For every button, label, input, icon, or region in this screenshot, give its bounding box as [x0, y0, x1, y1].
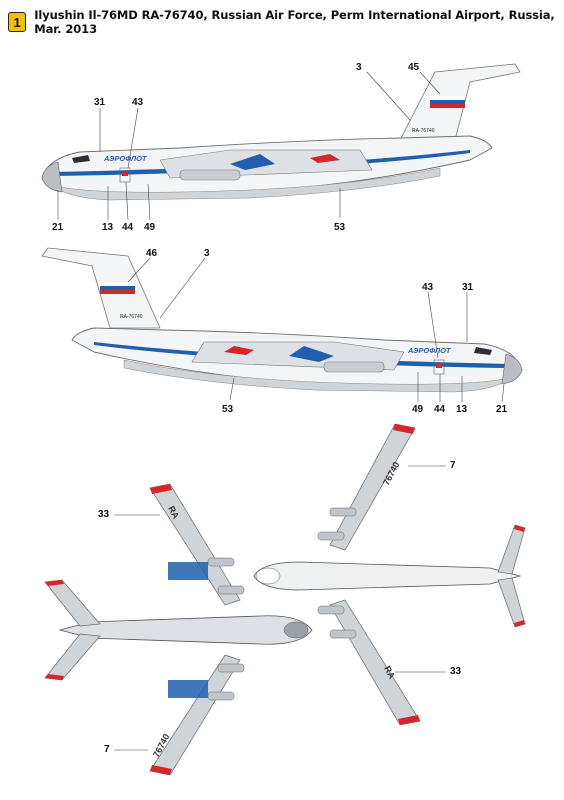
cockpit-window [72, 155, 90, 163]
callout-46: 46 [146, 248, 158, 259]
tailplane [497, 524, 526, 575]
flag-red [430, 104, 465, 108]
wing-blue-band [168, 562, 208, 580]
tail-registration: RA-76740 [412, 128, 435, 134]
profile-number-badge: 1 [8, 12, 27, 32]
door [119, 167, 131, 183]
engine [317, 531, 345, 541]
flag-red [100, 290, 135, 294]
callout-43: 43 [132, 97, 144, 108]
cockpit-window [474, 347, 492, 355]
profile-header: 1 Ilyushin Il-76MD RA-76740, Russian Air… [8, 8, 564, 36]
tailtip-red [514, 525, 525, 532]
callout-31: 31 [94, 97, 106, 108]
plan-view-left: RA 76740 [44, 483, 313, 776]
plan-view-right: 76740 RA [253, 423, 526, 726]
callout-49: 49 [144, 222, 156, 233]
tailplane [44, 633, 101, 681]
engine [329, 629, 357, 639]
nose-radome [41, 161, 63, 193]
callout-45: 45 [408, 62, 420, 73]
engine [317, 605, 345, 615]
callout-21: 21 [52, 222, 64, 233]
wingtip-red [150, 765, 172, 775]
callout-7: 7 [104, 744, 110, 755]
wing-blue-panel [230, 154, 275, 170]
profile-title: Ilyushin Il-76MD RA-76740, Russian Air F… [34, 8, 555, 36]
callout-33: 33 [98, 509, 110, 520]
airline-title: АЭРОФЛОТ [103, 154, 148, 163]
tailplane [497, 577, 526, 628]
flag-blue [100, 286, 135, 290]
leader-lines-plan-left [114, 514, 160, 751]
door-marking [436, 364, 442, 368]
engine [217, 663, 245, 673]
tailplane [44, 579, 101, 627]
callout-13: 13 [456, 404, 468, 415]
callout-49: 49 [412, 404, 424, 415]
airline-title: АЭРОФЛОТ [407, 346, 452, 355]
callout-3: 3 [204, 248, 210, 259]
wing-red-panel [310, 154, 340, 163]
fuselage [253, 561, 522, 591]
engine-nacelle [323, 361, 385, 373]
flag-blue [430, 100, 465, 104]
cheatline-blue [94, 342, 512, 368]
callout-21: 21 [496, 404, 508, 415]
nose-radome [501, 353, 523, 385]
leader-lines-bottom [127, 257, 505, 403]
nose [283, 621, 309, 639]
belly [123, 359, 510, 393]
side-profile-bottom: RA-76740 АЭРОФЛОТ [41, 247, 523, 403]
cheatline-blue [52, 150, 470, 176]
tail-registration: RA-76740 [120, 314, 143, 320]
fuselage [58, 615, 313, 645]
callout-13: 13 [102, 222, 114, 233]
engine [207, 557, 235, 567]
callout-44: 44 [434, 404, 446, 415]
engine [217, 585, 245, 595]
tailtip-red [514, 620, 525, 627]
callout-31: 31 [462, 282, 474, 293]
belly [54, 167, 441, 201]
callout-43: 43 [422, 282, 434, 293]
door-marking [122, 172, 128, 176]
engine [329, 507, 357, 517]
callout-3: 3 [356, 62, 362, 73]
wing-red-panel [224, 346, 254, 355]
wingtip-red [393, 424, 415, 434]
callout-44: 44 [122, 222, 134, 233]
wingtip-red [398, 715, 420, 725]
leader-lines-top [57, 71, 441, 221]
side-profile-top: RA-76740 АЭРОФЛОТ [41, 63, 521, 221]
door [433, 359, 445, 375]
wing-upper [329, 423, 416, 551]
engine-nacelle [179, 169, 241, 181]
callout-53: 53 [334, 222, 346, 233]
flag-white [100, 282, 135, 286]
callout-7: 7 [450, 460, 456, 471]
wing-blue-band [168, 680, 208, 698]
nose [255, 567, 281, 585]
tailtip-red [45, 674, 64, 680]
wingtip-red [150, 484, 172, 494]
engine [207, 691, 235, 701]
wing-lower [149, 654, 241, 776]
flag-white [430, 96, 465, 100]
leader-lines-plan-right [395, 465, 446, 673]
callout-53: 53 [222, 404, 234, 415]
callout-33: 33 [450, 666, 462, 677]
wing-lower [329, 599, 421, 726]
tailtip-red [45, 580, 64, 586]
wing-blue-panel [289, 346, 334, 362]
